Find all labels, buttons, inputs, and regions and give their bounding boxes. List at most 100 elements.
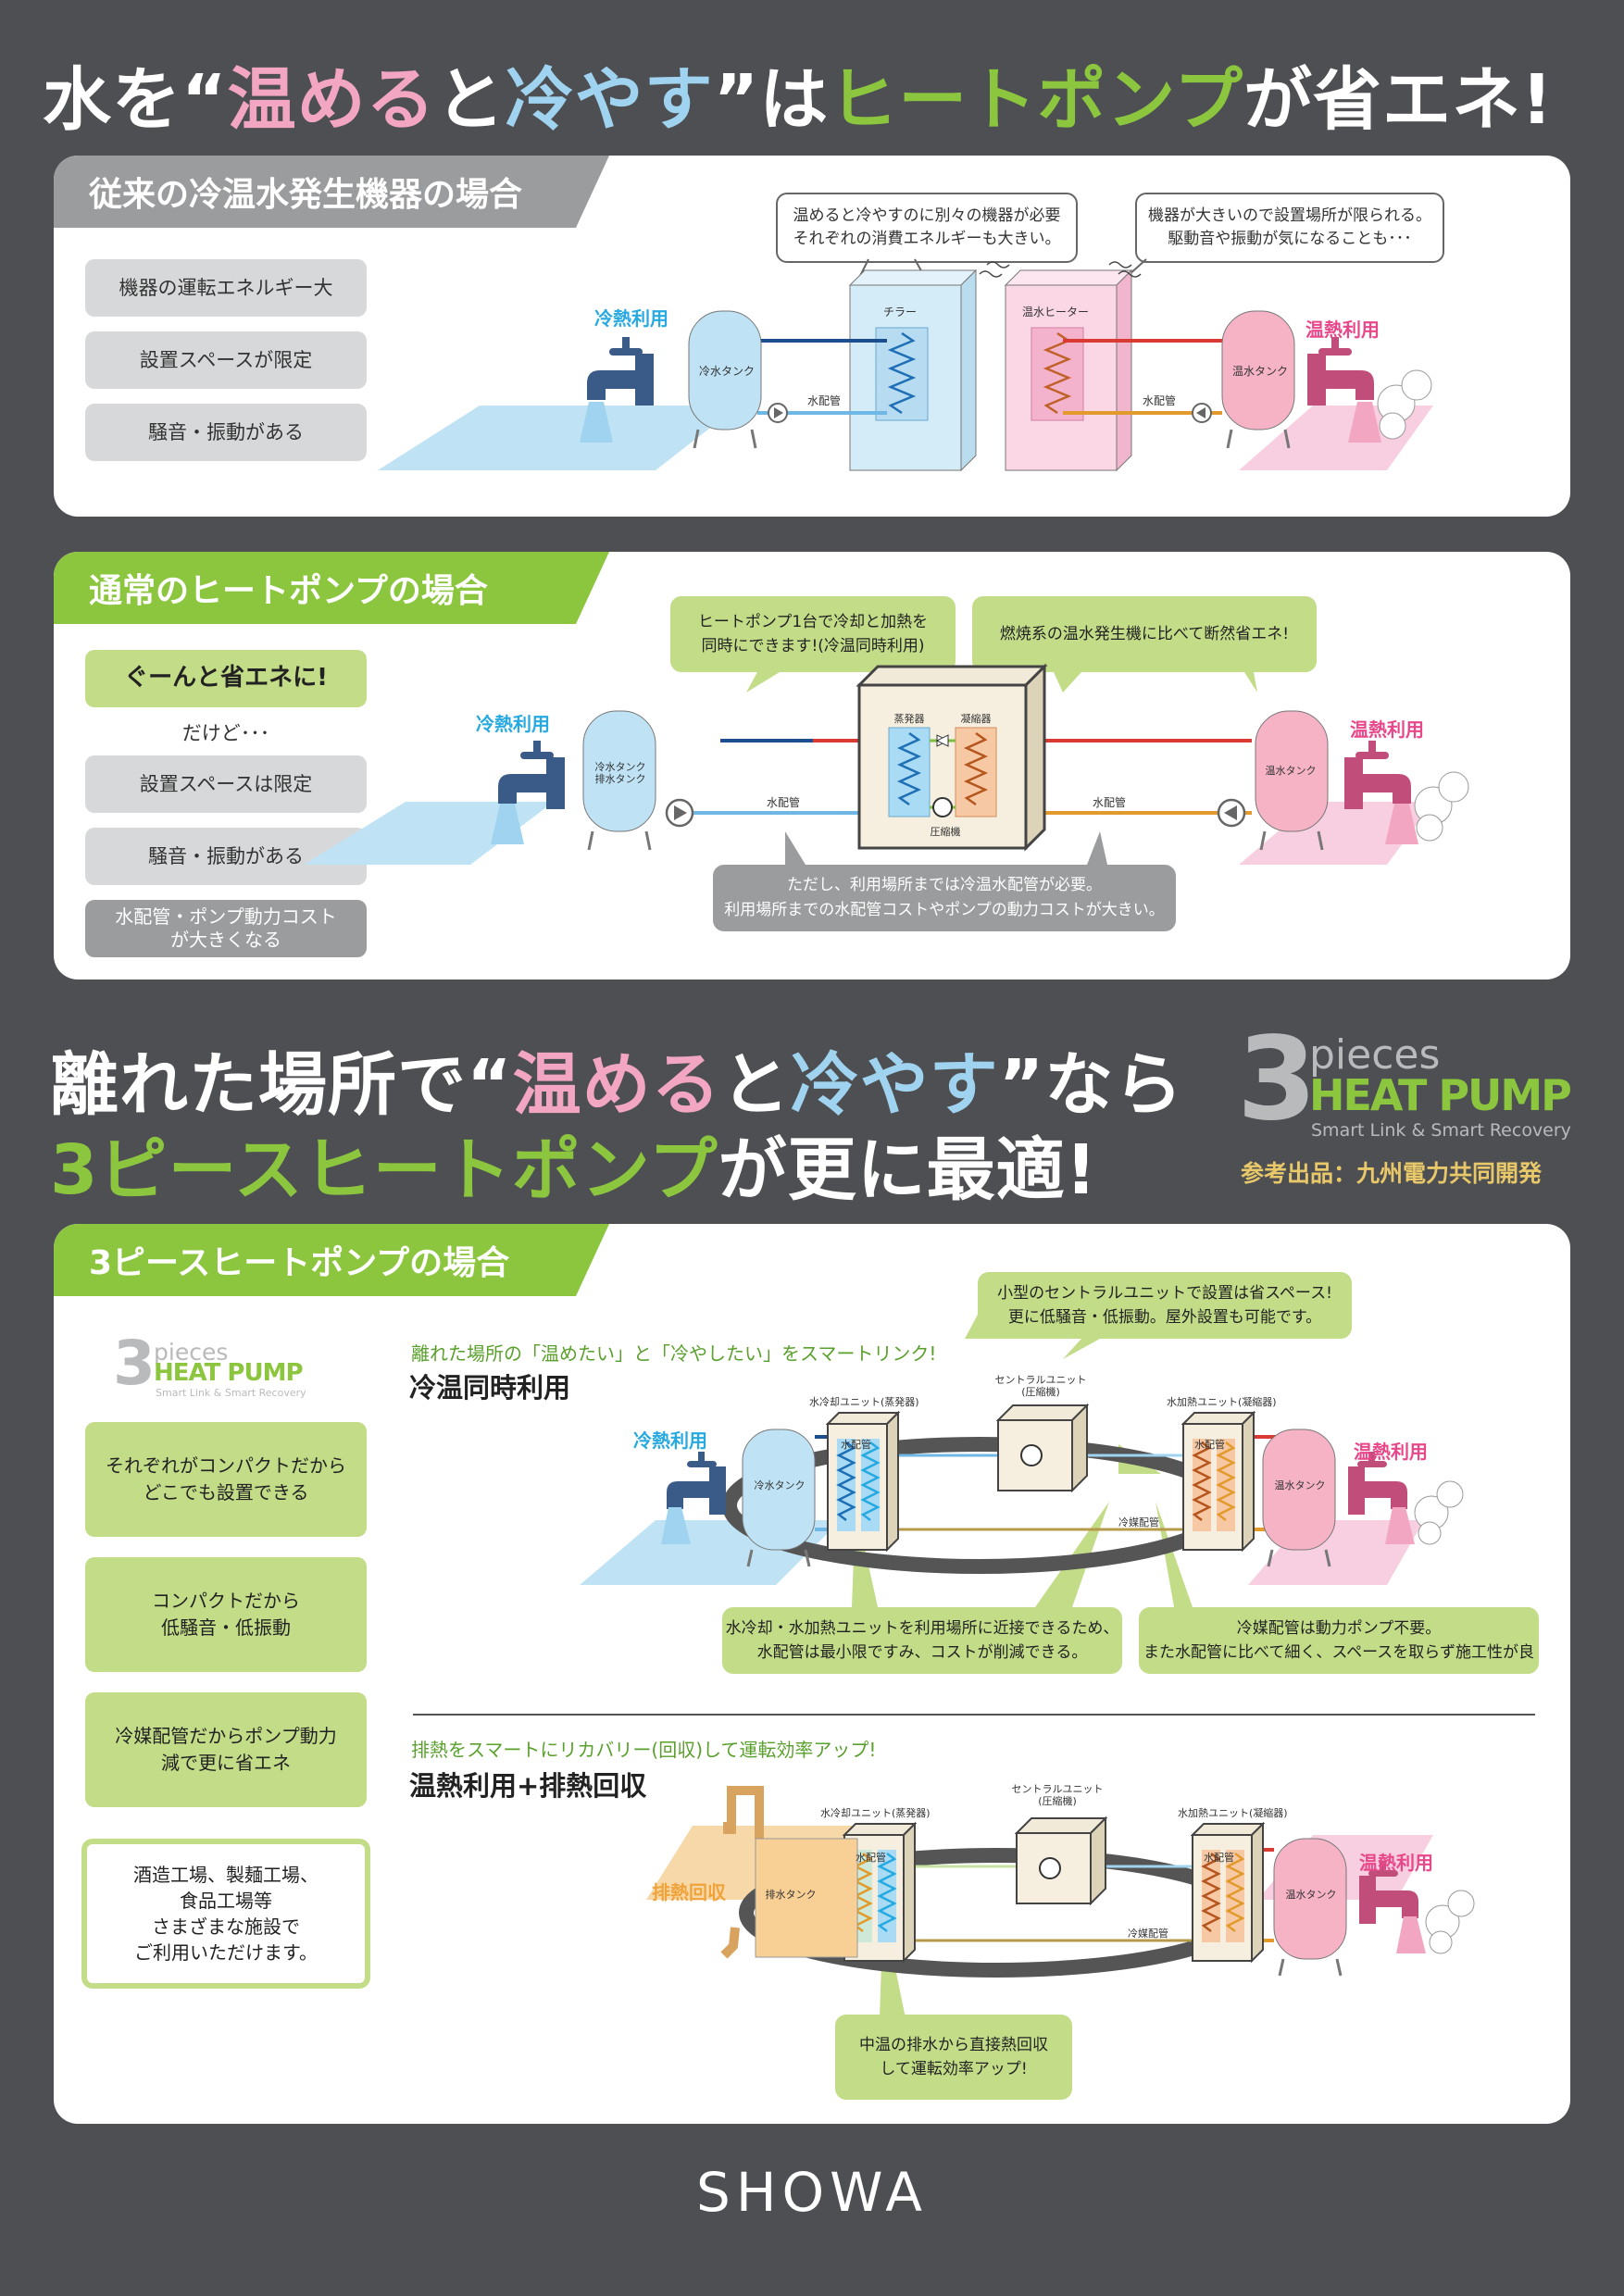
headline-1: 水を“温めると冷やす”はヒートポンプが省エネ! (43, 44, 1554, 144)
faucet-icon (580, 337, 654, 443)
pipe-label: 水配管 (767, 796, 801, 809)
bubble-line: 小型のセントラルユニットで設置は省スペース! (997, 1283, 1332, 1303)
headline-2-part: と (720, 1045, 791, 1125)
bubble-line: ヒートポンプ1台で冷却と加熱を (697, 612, 929, 631)
headline-2-line-1: 離れた場所で“温めると冷やす”なら (50, 1029, 1183, 1129)
tank-label-line: 排水タンク (594, 773, 646, 786)
cooling-unit-label: 水冷却ユニット(蒸発器) (809, 1396, 919, 1408)
pipe-label: 水配管 (807, 394, 842, 407)
heat-recovery-label: 排熱回収 (652, 1881, 726, 1903)
benefit-line: どこでも設置できる (143, 1481, 309, 1504)
central-label-line: (圧縮機) (1021, 1386, 1060, 1399)
pipe-label: 水配管 (1143, 394, 1177, 407)
bubble-line: 利用場所までの水配管コストやポンプの動力コストが大きい。 (724, 901, 1165, 919)
bubble-simultaneous: ヒートポンプ1台で冷却と加熱を同時にできます!(冷温同時利用) (670, 596, 956, 672)
bubble-saving: 燃焼系の温水発生機に比べて断然省エネ! (972, 596, 1317, 672)
bubble-near-units: 水冷却・水加熱ユニットを利用場所に近接できるため、水配管は最小限ですみ、コストが… (722, 1607, 1122, 1674)
hot-use-label: 温熱利用 (1305, 318, 1380, 341)
cold-water-tank (742, 1429, 816, 1551)
drain-tank (755, 1838, 858, 1958)
logo-number: 3 (1237, 1013, 1318, 1146)
bubble-pipe-cost: ただし、利用場所までは冷温水配管が必要。利用場所までの水配管コストやポンプの動力… (713, 865, 1176, 931)
water-pipe-label: 水配管 (841, 1439, 871, 1451)
bubble-line: 更に低騒音・低振動。屋外設置も可能です。 (1007, 1308, 1322, 1327)
faucet-icon (1344, 741, 1469, 844)
point-energy: 機器の運転エネルギー大 (85, 259, 367, 317)
point-space: 設置スペースは限定 (85, 755, 367, 813)
bubble-heat-recovery: 中温の排水から直接熱回収して運転効率アップ! (835, 2015, 1072, 2100)
benefit-line: 減で更に省エネ (161, 1752, 291, 1774)
chiller-label: チラー (883, 306, 918, 318)
panel-conventional-title: 従来の冷温水発生機器の場合 (54, 156, 609, 228)
water-heater-label: 温水ヒーター (1022, 306, 1090, 318)
benefit-line: 食品工場等 (180, 1890, 272, 1912)
bubble-line: 駆動音や振動が気になることも･･･ (1168, 230, 1412, 248)
water-pipe-label: 水配管 (1194, 1439, 1225, 1451)
panel-normal-heatpump: 通常のヒートポンプの場合 ぐーんと省エネに! だけど･･･ 設置スペースは限定 … (54, 552, 1570, 980)
heatpump-unit (857, 683, 1028, 850)
panel-3piece-title: 3ピースヒートポンプの場合 (54, 1224, 609, 1296)
diagram-1-title: 冷温同時利用 (409, 1372, 571, 1404)
drain-tank-label: 排水タンク (765, 1889, 817, 1901)
headline-1-cool: 冷やす (505, 60, 714, 140)
cold-use-label: 冷熱利用 (476, 713, 550, 735)
reference-note: 参考出品：九州電力共同開発 (1241, 1160, 1543, 1187)
hot-use-label: 温熱利用 (1359, 1852, 1433, 1874)
benefit-line: 低騒音・低振動 (161, 1616, 291, 1639)
highlight-saving: ぐーんと省エネに! (85, 650, 367, 707)
bubble-line: して運転効率アップ! (880, 2060, 1028, 2078)
central-label-line: (圧縮機) (1038, 1795, 1077, 1808)
logo-subtitle: Smart Link & Smart Recovery (1311, 1120, 1571, 1141)
heating-unit-label: 水加熱ユニット(凝縮器) (1178, 1807, 1288, 1819)
heating-unit-label: 水加熱ユニット(凝縮器) (1167, 1396, 1277, 1408)
headline-2-line-2: 3ピースヒートポンプが更に最適! (50, 1115, 1097, 1214)
point-line: が大きくなる (170, 929, 281, 951)
ref-pipe-label: 冷媒配管 (1118, 1516, 1159, 1529)
cold-use-label: 冷熱利用 (633, 1429, 707, 1452)
cold-tank-label: 冷水タンク (699, 365, 756, 378)
hot-use-label: 温熱利用 (1350, 718, 1424, 741)
hot-use-label: 温熱利用 (1354, 1441, 1428, 1463)
water-pipe-label: 水配管 (1204, 1852, 1234, 1864)
bubble-line: 中温の排水から直接熱回収 (859, 2035, 1048, 2054)
central-unit-label: セントラルユニット(圧縮機) (994, 1374, 1087, 1398)
central-label-line: セントラルユニット (994, 1374, 1087, 1386)
faucet-icon (1348, 1452, 1464, 1545)
hot-water-tank (1255, 710, 1329, 832)
bubble-line: 機器が大きいので設置場所が限られる。 (1148, 206, 1431, 225)
bubble-refrigerant-pipe: 冷媒配管は動力ポンプ不要。また水配管に比べて細く、スペースを取らず施工性が良 (1139, 1607, 1539, 1674)
headline-2-cool: 冷やす (790, 1045, 999, 1125)
logo-number: 3 (113, 1328, 156, 1399)
hot-tank-label: 温水タンク (1285, 1889, 1337, 1901)
benefit-refrigerant: 冷媒配管だからポンプ動力減で更に省エネ (85, 1692, 367, 1807)
but-text: だけど･･･ (181, 722, 270, 744)
benefit-compact: それぞれがコンパクトだからどこでも設置できる (85, 1422, 367, 1537)
footer-logo: SHOWA (696, 2161, 928, 2224)
headline-2-part: 離れた場所で“ (50, 1045, 513, 1125)
point-space: 設置スペースが限定 (85, 331, 367, 389)
headline-1-part: と (435, 60, 506, 140)
bubble-line: ただし、利用場所までは冷温水配管が必要。 (787, 875, 1102, 894)
headline-1-part: ”は (713, 60, 830, 140)
faucet-icon (1307, 337, 1432, 443)
bubble-line: また水配管に比べて細く、スペースを取らず施工性が良 (1143, 1643, 1534, 1662)
hot-water-tank (1273, 1838, 1347, 1960)
panel-3piece: 3ピースヒートポンプの場合 3 pieces HEAT PUMP Smart L… (54, 1224, 1570, 2124)
bubble-separate-devices: 温めると冷やすのに別々の機器が必要それぞれの消費エネルギーも大きい。 (776, 193, 1078, 263)
logo-heatpump: HEAT PUMP (1309, 1070, 1572, 1120)
headline-1-heatpump: ヒートポンプ (829, 60, 1244, 140)
bubble-central-unit: 小型のセントラルユニットで設置は省スペース! 更に低騒音・低振動。屋外設置も可能で… (978, 1272, 1352, 1339)
hot-tank-label: 温水タンク (1274, 1479, 1326, 1491)
tank-label-line: 冷水タンク (594, 761, 646, 773)
drain-pipe (723, 1786, 764, 1839)
pipe-label: 水配管 (1093, 796, 1127, 809)
cold-drain-tank (582, 710, 656, 832)
logo-heatpump: HEAT PUMP (154, 1359, 304, 1387)
panel-normal-heatpump-title: 通常のヒートポンプの場合 (54, 552, 609, 624)
logo-pieces: pieces (154, 1339, 229, 1366)
benefit-line: ご利用いただけます。 (134, 1941, 318, 1964)
central-label-line: セントラルユニット (1011, 1783, 1104, 1795)
hot-tank-label: 温水タンク (1232, 365, 1289, 378)
diagram-1 (413, 1311, 1535, 2018)
condenser-label: 凝縮器 (960, 713, 992, 725)
